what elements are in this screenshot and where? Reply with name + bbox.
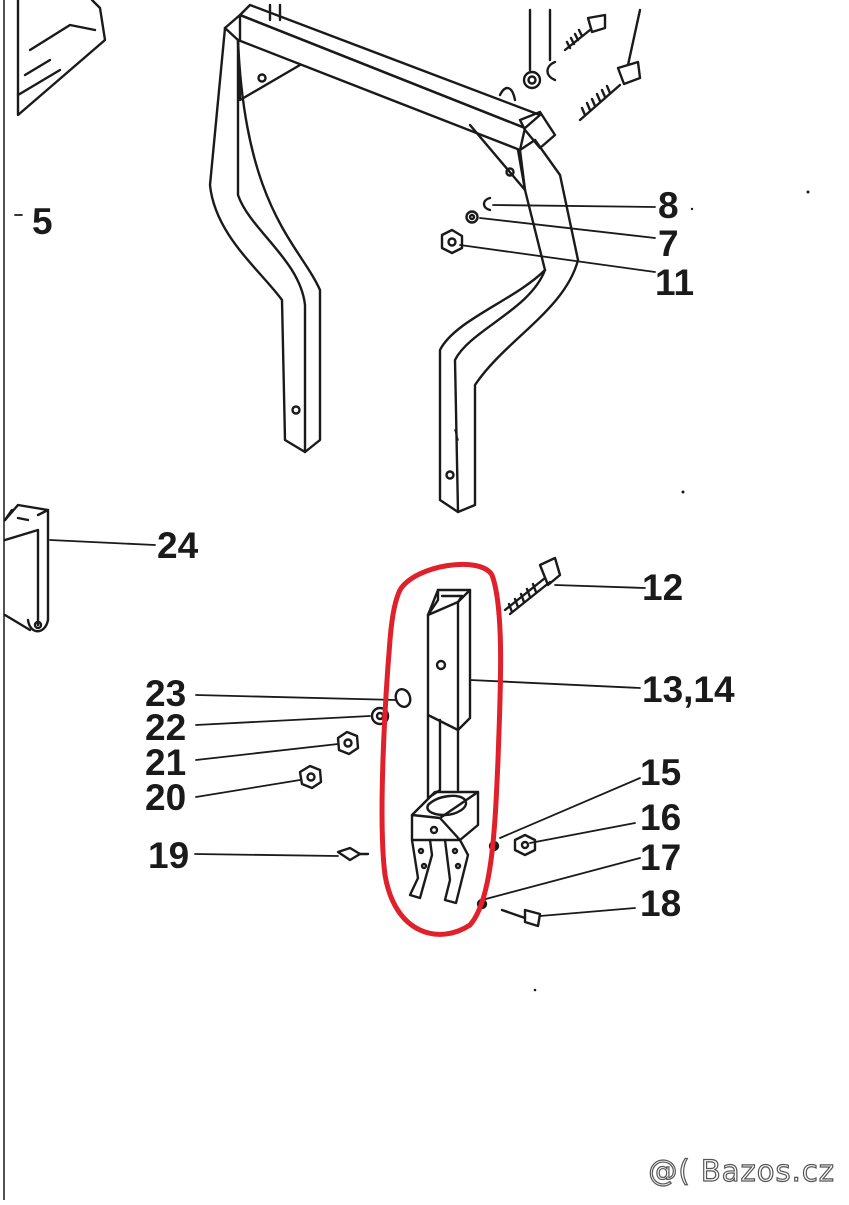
callout-16: 16 <box>640 797 681 838</box>
callout-8: 8 <box>658 185 679 226</box>
leader-lines <box>14 204 656 917</box>
callout-7: 7 <box>658 223 679 264</box>
callout-19: 19 <box>148 835 189 876</box>
callout-24: 24 <box>157 525 199 566</box>
hardware-top-right <box>522 8 642 122</box>
callout-20: 20 <box>145 777 186 818</box>
callout-13-14: 13,14 <box>642 669 735 710</box>
callout-5: 5 <box>32 201 53 242</box>
callout-21: 21 <box>145 742 186 783</box>
callout-22: 22 <box>145 707 186 748</box>
scan-specks <box>533 190 810 992</box>
highlight-loop <box>379 561 504 937</box>
callout-18: 18 <box>640 883 681 924</box>
callout-12: 12 <box>642 567 683 608</box>
handle-frame <box>208 3 580 514</box>
part-24-fragment <box>3 503 50 633</box>
callout-17: 17 <box>640 837 681 878</box>
bolt-12 <box>503 556 562 616</box>
callout-23: 23 <box>145 673 186 714</box>
watermark: @( Bazos.cz <box>648 1153 835 1188</box>
hardware-8-7-11 <box>440 196 492 255</box>
part-5-fragment <box>16 0 107 117</box>
callout-15: 15 <box>640 752 681 793</box>
callout-11: 11 <box>655 262 694 303</box>
callout-labels: 5 8 7 11 24 12 13,14 15 16 17 18 19 20 2… <box>32 185 735 924</box>
assembly-13-14 <box>408 588 480 905</box>
